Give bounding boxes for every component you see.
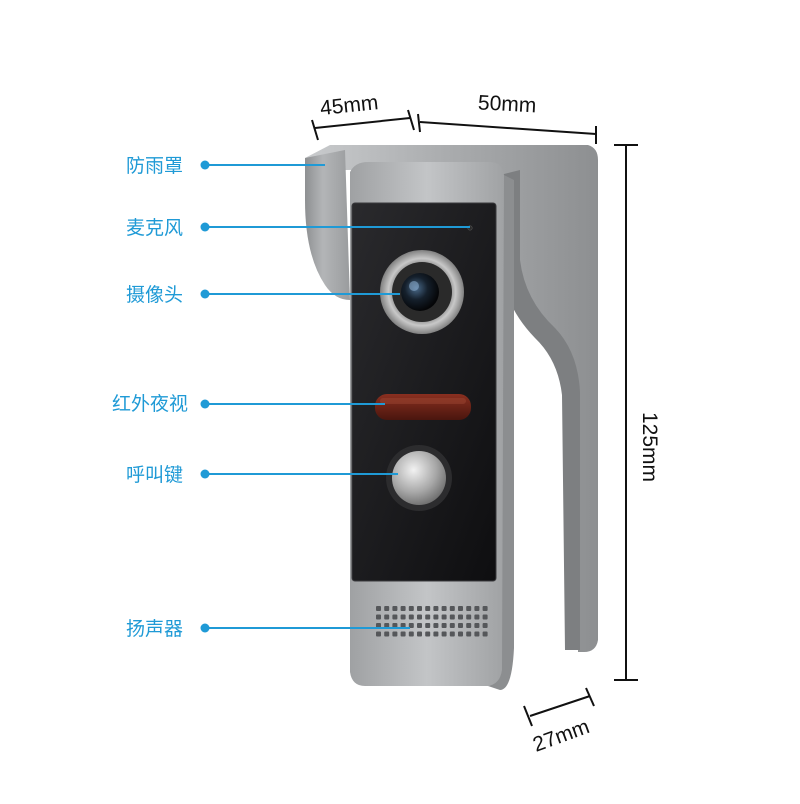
label-speaker: 扬声器 [126, 618, 184, 640]
camera-lens [401, 273, 439, 311]
speaker-hole [441, 631, 447, 637]
callout-ir-night-vision-dot [200, 399, 210, 409]
speaker-hole [474, 606, 480, 611]
speaker-hole [408, 614, 414, 620]
speaker-hole [384, 623, 390, 628]
speaker-hole [441, 623, 447, 628]
speaker-hole [417, 606, 422, 611]
speaker-hole [376, 606, 381, 611]
body-side [488, 175, 514, 690]
call-button [392, 451, 446, 505]
speaker-hole [400, 614, 406, 620]
callout-microphone-dot [200, 222, 210, 232]
speaker-hole [449, 606, 455, 611]
dimension-lines [311, 109, 638, 727]
rain-cover-shell [305, 145, 598, 652]
speaker-hole [400, 606, 406, 611]
speaker-hole [417, 631, 422, 637]
speaker-hole [482, 631, 488, 637]
dimension-depth-bottom: 27mm [530, 715, 593, 757]
callout-call-button-dot [200, 469, 210, 479]
speaker-hole [482, 606, 488, 611]
speaker-hole [441, 614, 447, 620]
speaker-hole [408, 631, 414, 637]
speaker-hole [433, 606, 439, 611]
speaker-hole [474, 631, 480, 637]
callout-rain-cover-dot [200, 160, 210, 170]
speaker-hole [392, 614, 398, 620]
speaker-hole [392, 606, 398, 611]
speaker-hole [392, 631, 398, 637]
speaker-hole [425, 631, 431, 637]
speaker-hole [376, 631, 381, 637]
speaker-hole [458, 614, 463, 620]
speaker-hole [449, 631, 455, 637]
speaker-hole [433, 614, 439, 620]
rain-cover-side [305, 150, 350, 300]
label-rain-cover: 防雨罩 [126, 155, 184, 177]
dimension-height: 125mm [638, 412, 661, 482]
speaker-hole [384, 606, 390, 611]
speaker-hole [433, 631, 439, 637]
speaker-hole [458, 606, 463, 611]
dimension-depth-top: 45mm [319, 91, 379, 120]
speaker-hole [400, 623, 406, 628]
label-camera: 摄像头 [126, 284, 184, 306]
speaker-hole [433, 623, 439, 628]
speaker-hole [441, 606, 447, 611]
speaker-hole [474, 614, 480, 620]
callout-lines [200, 160, 470, 633]
dimension-width: 50mm [477, 91, 536, 117]
label-ir-night-vision: 红外夜视 [112, 393, 189, 415]
speaker-hole [417, 623, 422, 628]
speaker-hole [425, 623, 431, 628]
speaker-hole [376, 614, 381, 620]
speaker-hole [400, 631, 406, 637]
speaker-hole [376, 623, 381, 628]
callout-camera-dot [200, 289, 210, 299]
speaker-hole [392, 623, 398, 628]
speaker-hole [449, 623, 455, 628]
speaker-hole [408, 623, 414, 628]
speaker-hole [425, 606, 431, 611]
speaker-hole [466, 606, 472, 611]
speaker-hole [384, 614, 390, 620]
speaker-hole [482, 623, 488, 628]
speaker-hole [466, 631, 472, 637]
callout-speaker-dot [200, 623, 210, 633]
label-microphone: 麦克风 [126, 217, 184, 239]
speaker-hole [425, 614, 431, 620]
speaker-hole [384, 631, 390, 637]
speaker-hole [417, 614, 422, 620]
speaker-hole [458, 631, 463, 637]
ir-window [375, 394, 471, 420]
speaker-hole [482, 614, 488, 620]
rain-cover-inner [500, 170, 580, 650]
speaker-hole [474, 623, 480, 628]
speaker-hole [449, 614, 455, 620]
speaker-hole [458, 623, 463, 628]
speaker-hole [466, 623, 472, 628]
speaker-grille [376, 606, 488, 637]
speaker-hole [408, 606, 414, 611]
speaker-hole [466, 614, 472, 620]
label-call-button: 呼叫键 [126, 464, 184, 486]
